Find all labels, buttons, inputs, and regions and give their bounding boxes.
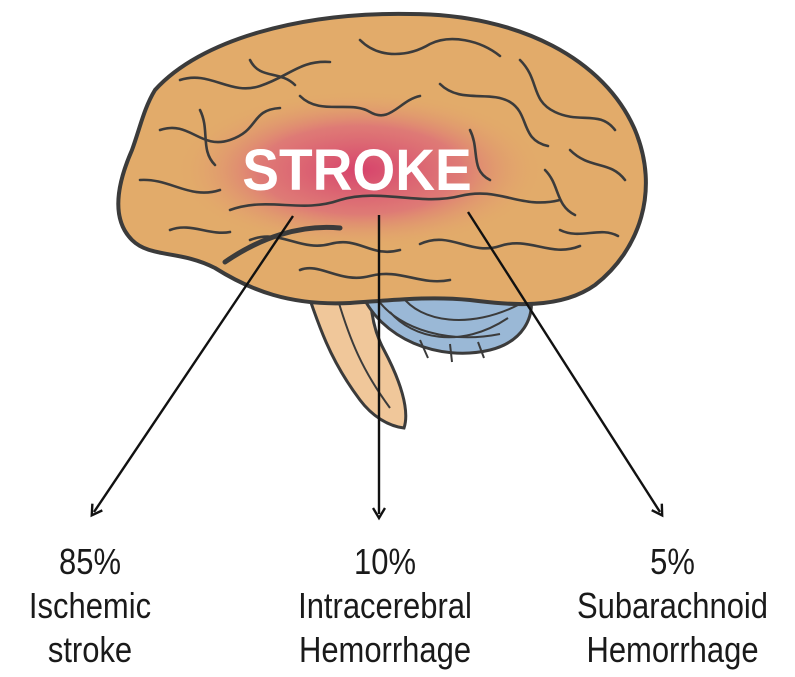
percent-label: 10% bbox=[286, 540, 484, 584]
category-name-line1: Subarachnoid bbox=[563, 584, 782, 628]
category-name-line2: Hemorrhage bbox=[563, 628, 782, 672]
category-name-line2: stroke bbox=[4, 628, 176, 672]
percent-label: 85% bbox=[4, 540, 176, 584]
category-intracerebral: 10% Intracerebral Hemorrhage bbox=[286, 540, 484, 672]
category-name-line1: Intracerebral bbox=[286, 584, 484, 628]
percent-label: 5% bbox=[563, 540, 782, 584]
category-subarachnoid: 5% Subarachnoid Hemorrhage bbox=[563, 540, 782, 672]
category-ischemic: 85% Ischemic stroke bbox=[4, 540, 176, 672]
category-name-line1: Ischemic bbox=[4, 584, 176, 628]
stroke-title: STROKE bbox=[242, 138, 472, 203]
category-name-line2: Hemorrhage bbox=[286, 628, 484, 672]
